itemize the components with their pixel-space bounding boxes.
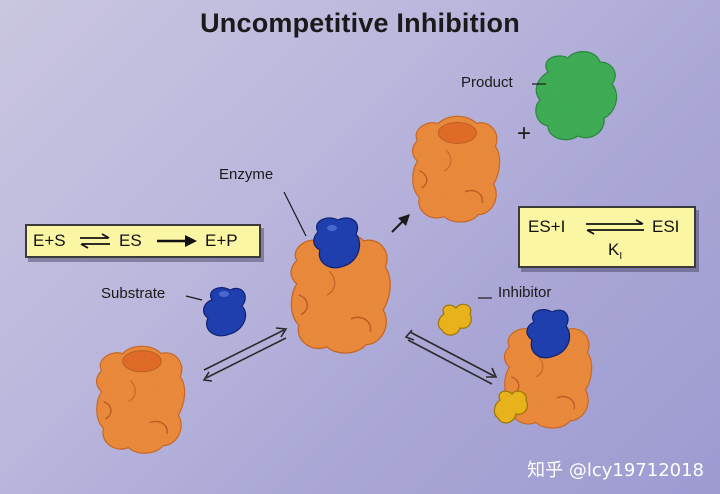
- constant-symbol: K: [608, 240, 620, 259]
- constant-subscript: I: [619, 251, 623, 262]
- product-molecule: [535, 51, 618, 141]
- esi-text: ESI: [652, 217, 680, 236]
- watermark: 知乎 @lcy19712018: [527, 460, 704, 481]
- complex-text: ES: [119, 231, 142, 250]
- esi-bound-inhibitor: [493, 390, 528, 424]
- catalysis-arrow: [391, 214, 410, 233]
- enzyme-leader-line: [283, 191, 307, 237]
- es-plus-inhibitor-text: ES+I: [528, 217, 566, 236]
- substrate-molecule: [203, 287, 247, 337]
- inhibition-equation-box: ES+I ESI KI: [518, 206, 696, 268]
- esi-bound-substrate: [526, 309, 571, 359]
- substrate-leader-line: [185, 295, 203, 301]
- inhibition-constant: KI: [608, 240, 622, 262]
- enzyme-free: [95, 345, 186, 454]
- products-text: E+P: [205, 231, 238, 250]
- product-label: Product: [461, 74, 513, 91]
- plus-sign: +: [517, 120, 532, 147]
- reversible-arrow-icon: [80, 233, 110, 249]
- inhibitor-label: Inhibitor: [498, 284, 552, 301]
- substrate-binding-equilibrium-arrows: [202, 327, 288, 382]
- page-title: Uncompetitive Inhibition: [200, 8, 520, 38]
- enzyme-released: [411, 115, 501, 223]
- bound-substrate: [313, 217, 361, 269]
- inhibitor-binding-equilibrium-arrows: [404, 329, 498, 385]
- enzyme-label: Enzyme: [219, 166, 274, 183]
- inhibitor-molecule: [437, 303, 472, 336]
- substrate-label: Substrate: [101, 285, 166, 302]
- reaction-equation-box: E+S ES E+P: [25, 224, 261, 258]
- reversible-arrow-icon: [586, 219, 644, 235]
- reactants-text: E+S: [33, 231, 66, 250]
- forward-arrow-icon: [157, 235, 197, 247]
